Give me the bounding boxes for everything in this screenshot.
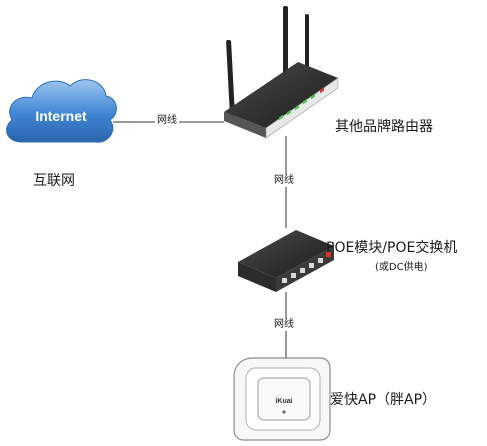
switch-caption: POE模块/POE交换机 bbox=[326, 240, 458, 256]
connection-lines bbox=[113, 121, 287, 358]
link-label-3: 网线 bbox=[272, 319, 296, 331]
router-icon bbox=[224, 6, 339, 139]
switch-ports bbox=[282, 252, 331, 283]
ap-caption: 爱快AP（胖AP） bbox=[330, 392, 437, 408]
internet-cloud-icon: Internet bbox=[6, 79, 117, 143]
switch-subcaption: (或DC供电) bbox=[375, 262, 428, 273]
link-label-2: 网线 bbox=[272, 175, 296, 187]
cloud-caption: 互联网 bbox=[33, 173, 75, 189]
access-point-icon: iKuai bbox=[233, 357, 331, 441]
router-leds bbox=[279, 87, 324, 121]
router-caption: 其他品牌路由器 bbox=[335, 119, 433, 135]
ap-brand-label: iKuai bbox=[275, 398, 292, 405]
cloud-label: Internet bbox=[35, 108, 87, 124]
poe-switch-icon bbox=[238, 230, 334, 292]
link-label-1: 网线 bbox=[155, 115, 179, 127]
